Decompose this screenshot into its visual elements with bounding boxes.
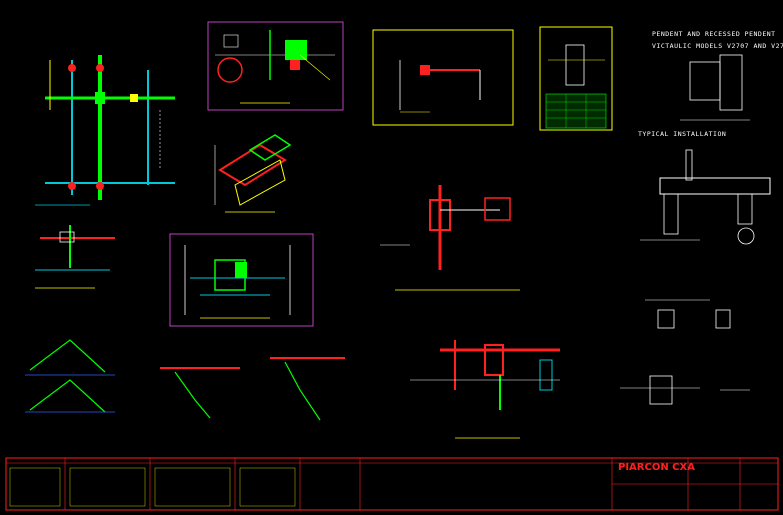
control-valve-assembly [410, 340, 560, 439]
seismic-brace-details [25, 339, 345, 421]
right-panel-title-line1: PENDENT AND RECESSED PENDENT [652, 30, 776, 38]
flush-detail-box [207, 21, 344, 111]
riser-elevation-detail [380, 185, 520, 291]
title-block [5, 457, 779, 511]
company-name: PIARCON CXA [618, 462, 695, 473]
detail-table-box [539, 26, 613, 131]
recessed-cabinet-box [169, 233, 314, 327]
coupling-3d-detail [214, 134, 292, 213]
typical-installation-detail [620, 149, 771, 405]
hydrant-detail [35, 225, 115, 289]
valve-yellow-box [372, 29, 514, 126]
right-panel-title-line2: VICTAULIC MODELS V2707 AND V2708 [652, 42, 783, 50]
riser-pipe-detail [35, 55, 175, 206]
pendent-sprinkler-detail [680, 54, 750, 121]
typical-installation-label: TYPICAL INSTALLATION [638, 130, 727, 138]
